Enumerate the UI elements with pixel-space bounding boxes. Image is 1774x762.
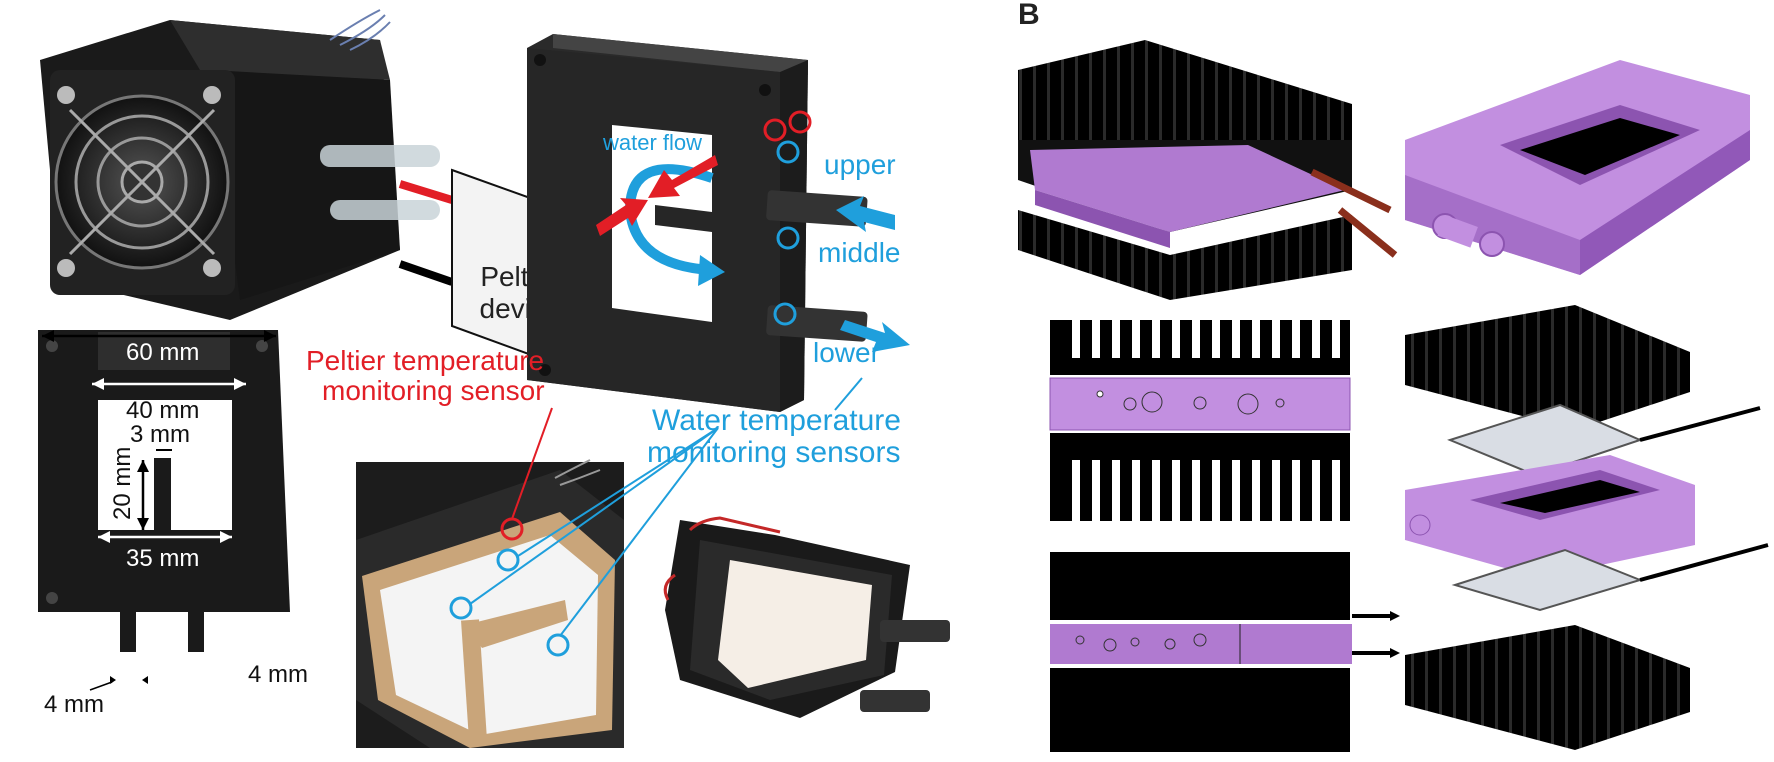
assembled-block-photo	[663, 516, 950, 718]
outlet-arrow	[840, 320, 910, 352]
water-flow-label: water flow	[602, 130, 702, 155]
cad-side-view-wires	[1050, 552, 1400, 752]
dim-40mm: 40 mm	[126, 397, 199, 424]
closeup-peltier-sensor	[500, 517, 524, 541]
water-block-photo	[527, 34, 868, 412]
peltier-leader-line	[511, 407, 553, 520]
water-leader-line-3	[559, 427, 719, 637]
water-leader-line-1	[517, 427, 719, 557]
closeup-water-sensor-2	[449, 596, 473, 620]
cad-exploded-view	[1404, 305, 1769, 750]
sensor-closeup-photo	[356, 459, 624, 748]
cad-purple-frame	[1405, 60, 1750, 275]
heat-arrow-upper	[648, 155, 718, 198]
peltier-sensor-label-line2: monitoring sensor	[322, 375, 545, 406]
peltier-sensor-label-line1: Peltier temperature	[306, 345, 544, 376]
dim-60mm: 60 mm	[126, 339, 199, 366]
water-sensor-marker-upper	[776, 140, 800, 164]
panel-label-b: B	[1018, 0, 1040, 31]
dimension-frame-photo	[38, 330, 290, 652]
water-sensor-marker-lower	[773, 302, 797, 326]
water-sensor-label-line2: monitoring sensors	[647, 436, 900, 469]
dim-4mm-wall: 4 mm	[248, 661, 308, 688]
dim-4mm-tubes: 4 mm	[44, 691, 104, 718]
red-wire	[398, 180, 454, 204]
closeup-water-sensor-1	[496, 548, 520, 572]
lower-leader-line	[834, 377, 863, 411]
water-flow-arrowhead	[698, 255, 725, 286]
water-leader-line-2	[469, 427, 719, 605]
water-sensor-marker-middle	[776, 226, 800, 250]
heat-arrow-lower	[596, 198, 648, 236]
closeup-water-sensor-3	[546, 633, 570, 657]
fan-assembly-photo	[0, 0, 445, 340]
dim-35mm: 35 mm	[126, 545, 199, 572]
middle-label: middle	[818, 237, 900, 268]
peltier-sensor-marker-1	[763, 118, 787, 142]
water-sensor-label-line1: Water temperature	[652, 404, 901, 437]
dim-20mm: 20 mm	[109, 447, 136, 520]
dim-3mm: 3 mm	[130, 421, 190, 448]
cad-side-view	[1049, 320, 1351, 521]
cad-heatsink-sandwich	[1018, 40, 1398, 300]
inlet-arrow	[836, 196, 895, 232]
lower-label: lower	[813, 337, 880, 368]
black-wire	[398, 260, 454, 286]
upper-label: upper	[824, 149, 896, 180]
peltier-sensor-marker-2	[788, 110, 812, 134]
